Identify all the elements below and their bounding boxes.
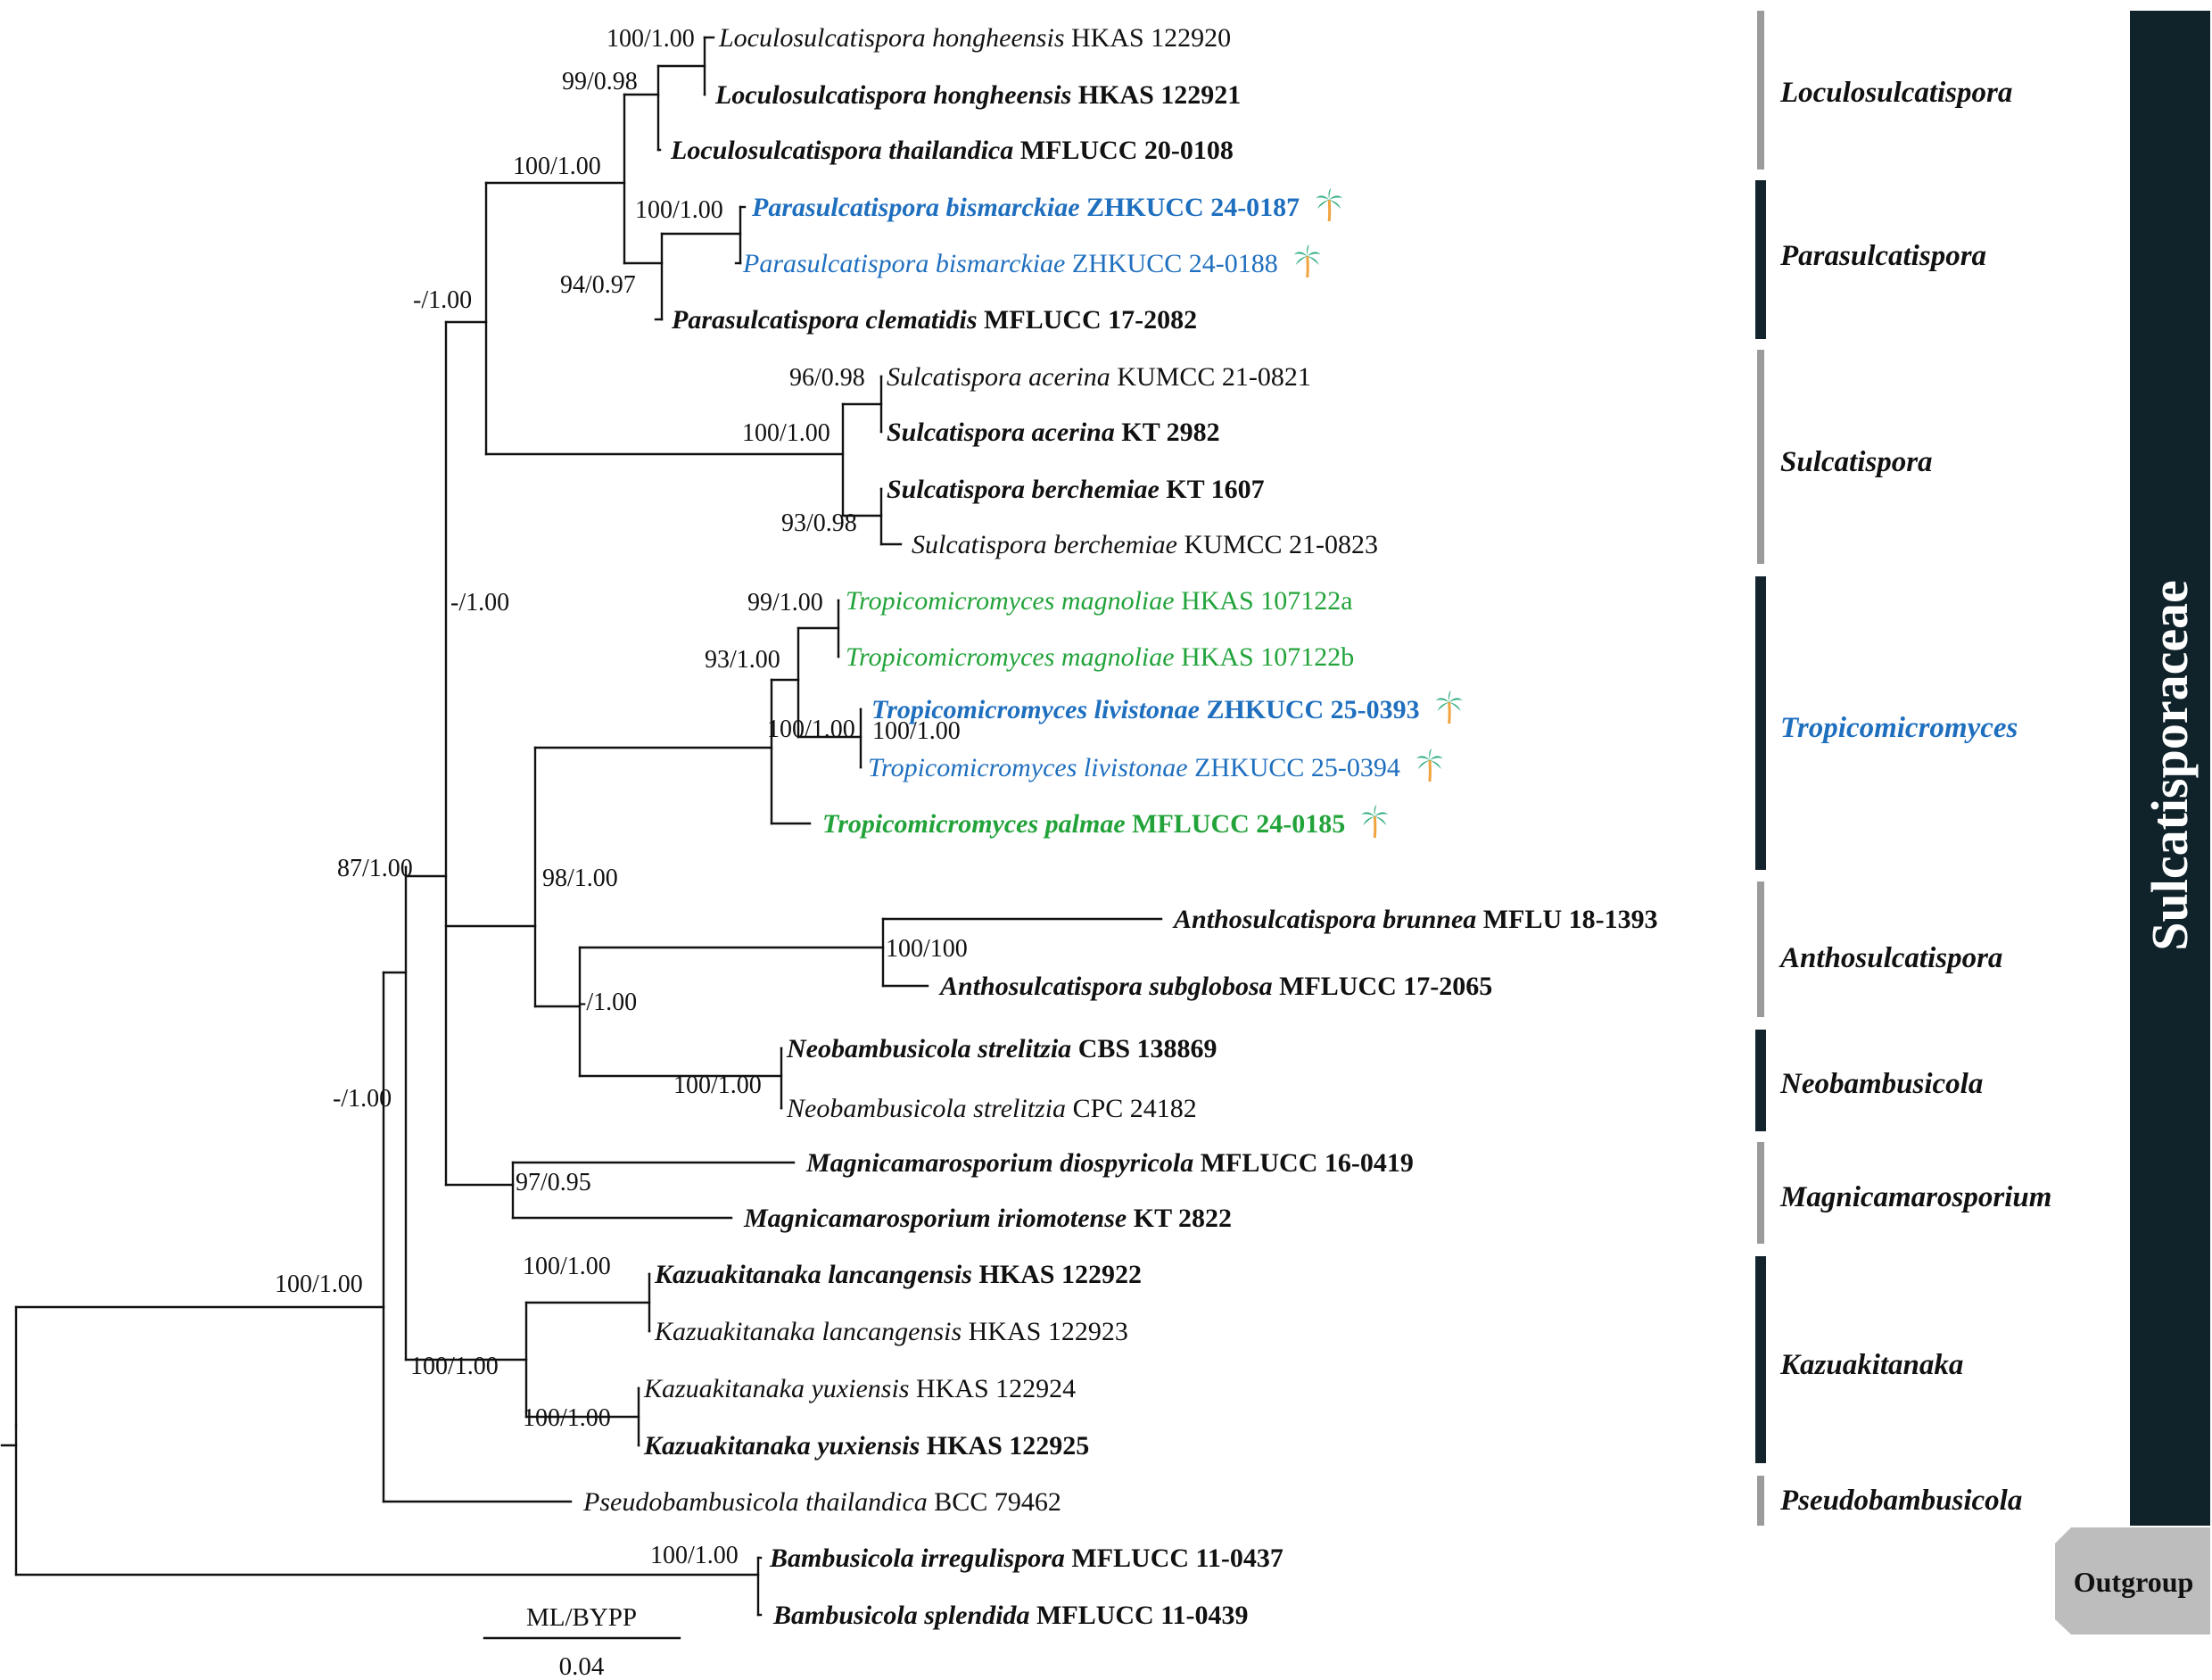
taxon-label: Magnicamarosporium diospyricola MFLUCC 1… bbox=[805, 1148, 1414, 1178]
support-value: 100/1.00 bbox=[410, 1353, 499, 1380]
taxon-label: Parasulcatispora clematidis MFLUCC 17-20… bbox=[671, 305, 1197, 335]
scale-bar: ML/BYPP 0.04 bbox=[483, 1603, 681, 1680]
genus-label: Anthosulcatispora bbox=[1779, 942, 2002, 974]
taxon-label: Neobambusicola strelitzia CBS 138869 bbox=[786, 1034, 1217, 1063]
taxon-label: Tropicomicromyces magnoliae HKAS 107122b bbox=[846, 642, 1354, 672]
support-value: 100/1.00 bbox=[607, 25, 695, 53]
taxon-label: Bambusicola irregulispora MFLUCC 11-0437 bbox=[769, 1543, 1283, 1573]
genus-label: Parasulcatispora bbox=[1779, 240, 1986, 272]
genus-bar bbox=[1757, 1476, 1764, 1526]
genus-bar bbox=[1757, 350, 1764, 564]
genus-bar bbox=[1755, 1030, 1766, 1131]
taxon-label: Tropicomicromyces livistonae ZHKUCC 25-0… bbox=[871, 695, 1420, 724]
taxon-label: Tropicomicromyces palmae MFLUCC 24-0185 bbox=[822, 809, 1345, 839]
support-value: 100/1.00 bbox=[767, 716, 855, 743]
palm-icon bbox=[1361, 805, 1389, 839]
outgroup-label: Outgroup bbox=[2074, 1566, 2194, 1598]
palm-icon bbox=[1416, 749, 1443, 782]
palm-icon bbox=[1316, 188, 1343, 222]
taxon-label: Sulcatispora berchemiae KT 1607 bbox=[887, 475, 1265, 504]
taxon-label: Neobambusicola strelitzia CPC 24182 bbox=[786, 1094, 1197, 1123]
support-value: 100/1.00 bbox=[513, 153, 601, 180]
genus-label: Sulcatispora bbox=[1780, 446, 1933, 478]
support-value: 100/1.00 bbox=[742, 419, 830, 447]
support-value: 99/0.98 bbox=[562, 68, 638, 95]
genus-bar bbox=[1755, 576, 1766, 870]
taxon-label: Kazuakitanaka lancangensis HKAS 122923 bbox=[654, 1317, 1128, 1346]
genus-bar bbox=[1757, 881, 1764, 1017]
support-value: 87/1.00 bbox=[337, 855, 413, 882]
taxon-label: Tropicomicromyces magnoliae HKAS 107122a bbox=[846, 586, 1353, 616]
support-value: 100/1.00 bbox=[673, 1072, 762, 1099]
palm-icon bbox=[1293, 244, 1321, 278]
support-value: -/1.00 bbox=[413, 286, 472, 314]
tree-branches bbox=[0, 36, 1163, 1617]
genus-label: Pseudobambusicola bbox=[1779, 1485, 2022, 1517]
genus-bar bbox=[1755, 1256, 1766, 1463]
support-value: -/1.00 bbox=[450, 589, 509, 617]
support-value: 98/1.00 bbox=[542, 865, 618, 892]
support-values: 100/1.00 99/0.98 100/1.00 94/0.97 100/1.00 -/… bbox=[275, 25, 968, 1569]
family-band bbox=[2130, 11, 2210, 1526]
taxon-label: Pseudobambusicola thailandica BCC 79462 bbox=[582, 1487, 1061, 1517]
support-value: 93/1.00 bbox=[705, 646, 780, 674]
taxon-label: Kazuakitanaka yuxiensis HKAS 122924 bbox=[643, 1374, 1076, 1403]
genus-clade-labels: LoculosulcatisporaParasulcatisporaSulcat… bbox=[1755, 11, 2051, 1526]
taxon-label: Tropicomicromyces livistonae ZHKUCC 25-0… bbox=[868, 753, 1400, 782]
support-value: 100/1.00 bbox=[635, 196, 723, 224]
support-value: 100/1.00 bbox=[872, 717, 961, 745]
taxon-label: Anthosulcatispora brunnea MFLU 18-1393 bbox=[1172, 905, 1658, 934]
genus-label: Loculosulcatispora bbox=[1779, 77, 2012, 109]
taxon-label: Bambusicola splendida MFLUCC 11-0439 bbox=[772, 1601, 1249, 1630]
support-value: -/1.00 bbox=[578, 989, 637, 1016]
taxon-label: Magnicamarosporium iriomotense KT 2822 bbox=[743, 1204, 1232, 1233]
family-label: Sulcatisporaceae bbox=[2141, 580, 2199, 951]
taxon-label: Sulcatispora acerina KUMCC 21-0821 bbox=[887, 362, 1311, 392]
support-value: 94/0.97 bbox=[560, 271, 636, 299]
scale-caption: ML/BYPP bbox=[526, 1603, 637, 1632]
support-value: -/1.00 bbox=[333, 1085, 392, 1113]
genus-label: Neobambusicola bbox=[1779, 1068, 1983, 1100]
taxon-label: Sulcatispora berchemiae KUMCC 21-0823 bbox=[912, 530, 1378, 559]
genus-bar bbox=[1755, 180, 1766, 339]
taxon-label: Kazuakitanaka lancangensis HKAS 122922 bbox=[654, 1260, 1142, 1289]
genus-label: Magnicamarosporium bbox=[1779, 1181, 2051, 1213]
taxon-labels: Loculosulcatispora hongheensis HKAS 1229… bbox=[582, 23, 1658, 1630]
taxon-label: Loculosulcatispora thailandica MFLUCC 20… bbox=[670, 136, 1234, 165]
genus-bar bbox=[1757, 11, 1764, 170]
genus-bar bbox=[1757, 1142, 1764, 1244]
palm-icon bbox=[1435, 691, 1463, 724]
support-value: 100/1.00 bbox=[523, 1253, 611, 1280]
support-value: 100/1.00 bbox=[650, 1542, 739, 1569]
support-value: 100/100 bbox=[886, 935, 968, 963]
outgroup-box: Outgroup bbox=[2055, 1527, 2210, 1634]
taxon-label: Sulcatispora acerina KT 2982 bbox=[887, 418, 1220, 447]
support-value: 100/1.00 bbox=[275, 1270, 363, 1298]
support-value: 93/0.98 bbox=[781, 509, 857, 537]
taxon-label: Kazuakitanaka yuxiensis HKAS 122925 bbox=[643, 1431, 1089, 1461]
taxon-label: Parasulcatispora bismarckiae ZHKUCC 24-0… bbox=[751, 193, 1300, 222]
support-value: 97/0.95 bbox=[516, 1169, 591, 1196]
genus-label: Kazuakitanaka bbox=[1779, 1349, 1963, 1381]
taxon-label: Loculosulcatispora hongheensis HKAS 1229… bbox=[714, 80, 1241, 110]
taxon-label: Parasulcatispora bismarckiae ZHKUCC 24-0… bbox=[742, 249, 1278, 278]
support-value: 99/1.00 bbox=[747, 589, 823, 617]
taxon-label: Anthosulcatispora subglobosa MFLUCC 17-2… bbox=[938, 972, 1492, 1001]
taxon-label: Loculosulcatispora hongheensis HKAS 1229… bbox=[718, 23, 1231, 53]
genus-label: Tropicomicromyces bbox=[1780, 712, 2018, 744]
support-value: 96/0.98 bbox=[789, 364, 865, 392]
scale-value: 0.04 bbox=[559, 1652, 605, 1680]
support-value: 100/1.00 bbox=[523, 1404, 611, 1432]
